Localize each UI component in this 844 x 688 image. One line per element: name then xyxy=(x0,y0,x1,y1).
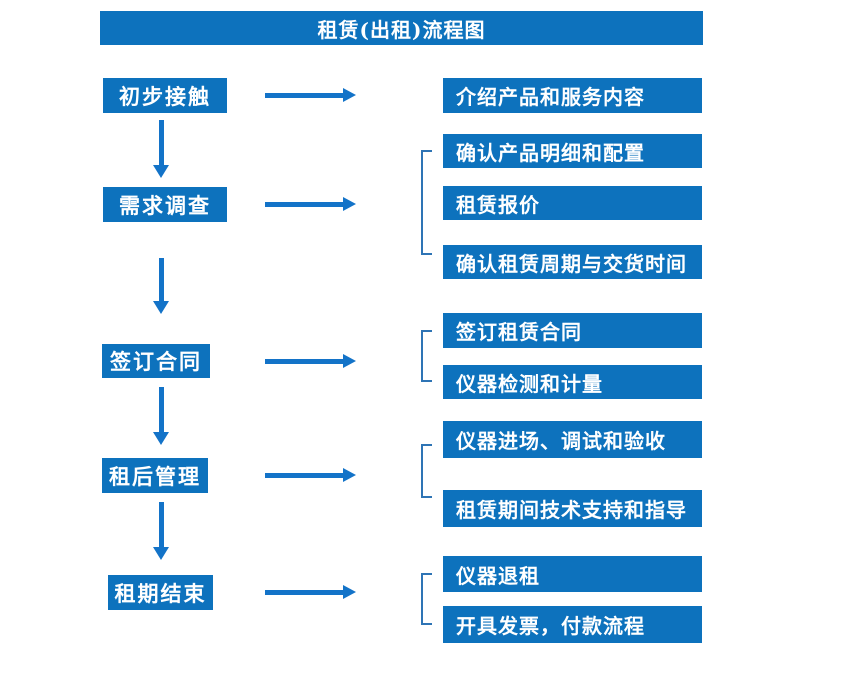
detail-box-invoice-payment: 开具发票，付款流程 xyxy=(443,606,702,643)
step-box-initial-contact: 初步接触 xyxy=(103,78,227,113)
step-box-lease-end: 租期结束 xyxy=(108,575,213,610)
step-box-demand-survey: 需求调查 xyxy=(103,187,227,222)
detail-box-confirm-product-config: 确认产品明细和配置 xyxy=(443,134,702,168)
detail-box-introduce-products: 介绍产品和服务内容 xyxy=(443,78,702,113)
detail-box-instrument-return: 仪器退租 xyxy=(443,556,702,592)
step-box-post-rental-management: 租后管理 xyxy=(102,458,208,493)
step-box-sign-contract: 签订合同 xyxy=(102,344,210,378)
bracket-demand-survey-group xyxy=(421,150,432,255)
detail-box-instrument-setup-acceptance: 仪器进场、调试和验收 xyxy=(443,421,702,458)
detail-box-rental-quotation: 租赁报价 xyxy=(443,186,702,220)
bracket-sign-contract-group xyxy=(421,330,432,382)
detail-box-confirm-period-delivery: 确认租赁周期与交货时间 xyxy=(443,245,702,279)
bracket-lease-end-group xyxy=(421,573,432,625)
detail-box-instrument-inspection: 仪器检测和计量 xyxy=(443,365,702,399)
bracket-post-rental-group xyxy=(421,444,432,498)
detail-box-sign-rental-contract: 签订租赁合同 xyxy=(443,313,702,348)
detail-box-technical-support: 租赁期间技术支持和指导 xyxy=(443,490,702,527)
flowchart-title: 租赁(出租)流程图 xyxy=(100,11,703,45)
